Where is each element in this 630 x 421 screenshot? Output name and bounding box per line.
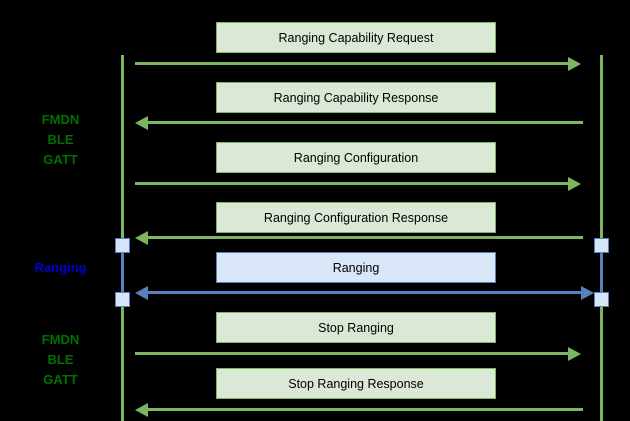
message-arrow-head-left-2 bbox=[135, 116, 148, 130]
left-ranging-start-marker bbox=[115, 238, 130, 253]
right-lifeline-top bbox=[600, 55, 603, 244]
right-lifeline-bottom bbox=[600, 303, 603, 421]
left-lifeline-top bbox=[121, 55, 124, 244]
message-arrow-head-right-3 bbox=[568, 177, 581, 191]
left-lifeline-ranging bbox=[121, 244, 124, 304]
left-ranging-end-marker bbox=[115, 292, 130, 307]
side-label-ranging: Ranging bbox=[34, 260, 87, 275]
message-box-ranging-configuration: Ranging Configuration bbox=[216, 142, 496, 173]
right-lifeline-ranging bbox=[600, 244, 603, 304]
message-arrow-line-2 bbox=[148, 121, 583, 124]
message-arrow-line-4 bbox=[148, 236, 583, 239]
right-ranging-end-marker bbox=[594, 292, 609, 307]
message-box-stop-ranging: Stop Ranging bbox=[216, 312, 496, 343]
message-arrow-head-left-7 bbox=[135, 403, 148, 417]
message-arrow-head-left-5 bbox=[135, 286, 148, 300]
message-arrow-head-right-6 bbox=[568, 347, 581, 361]
message-box-ranging-capability-response: Ranging Capability Response bbox=[216, 82, 496, 113]
message-arrow-line-3 bbox=[135, 182, 570, 185]
right-ranging-start-marker bbox=[594, 238, 609, 253]
message-arrow-head-left-4 bbox=[135, 231, 148, 245]
message-box-stop-ranging-response: Stop Ranging Response bbox=[216, 368, 496, 399]
left-lifeline-bottom bbox=[121, 303, 124, 421]
message-box-ranging-configuration-response: Ranging Configuration Response bbox=[216, 202, 496, 233]
side-label-fmdn-ble-gatt-bottom: FMDN BLE GATT bbox=[41, 332, 80, 387]
message-arrow-line-6 bbox=[135, 352, 570, 355]
message-arrow-line-5 bbox=[148, 291, 583, 294]
message-box-ranging: Ranging bbox=[216, 252, 496, 283]
message-arrow-line-1 bbox=[135, 62, 570, 65]
message-arrow-head-right-5 bbox=[581, 286, 594, 300]
side-label-fmdn-ble-gatt-top: FMDN BLE GATT bbox=[41, 112, 80, 167]
message-arrow-head-right-1 bbox=[568, 57, 581, 71]
message-box-ranging-capability-request: Ranging Capability Request bbox=[216, 22, 496, 53]
message-arrow-line-7 bbox=[148, 408, 583, 411]
